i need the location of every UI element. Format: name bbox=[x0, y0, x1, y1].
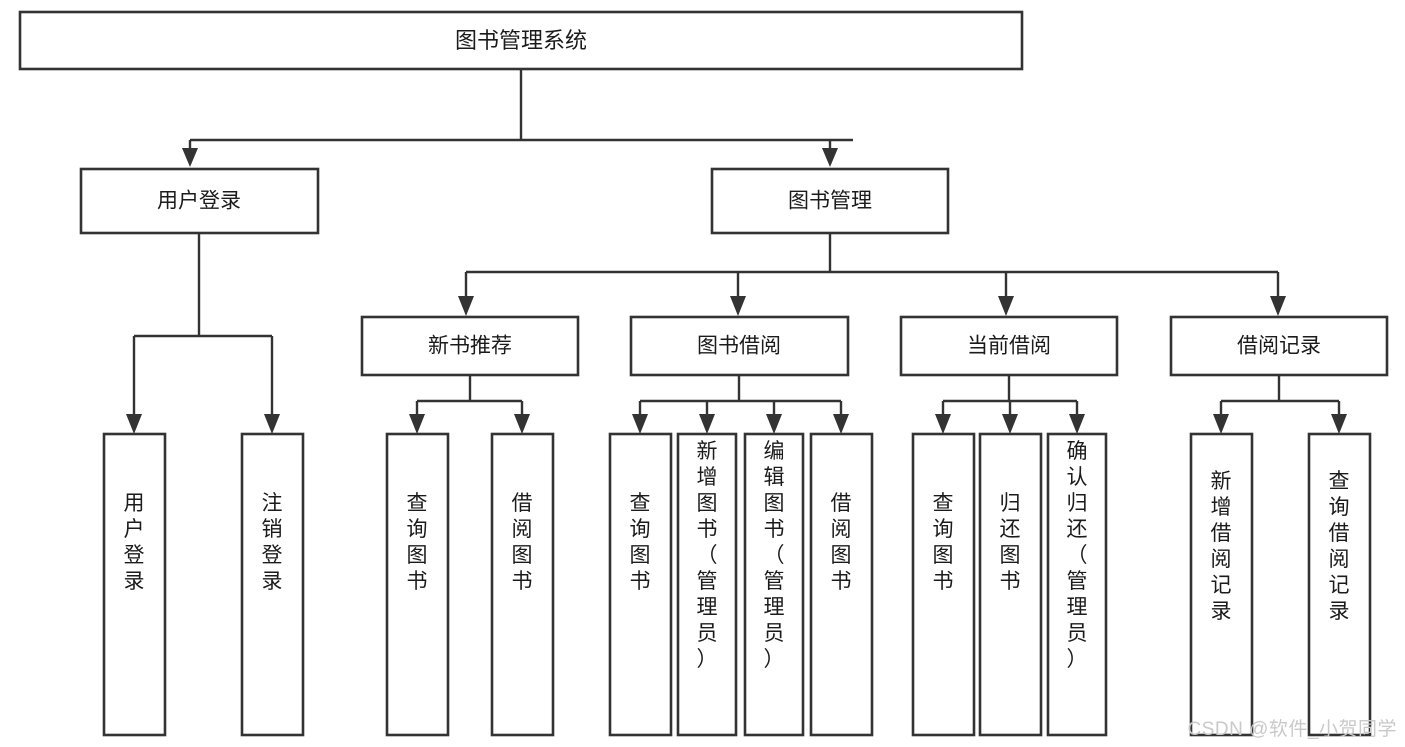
arrow-user-login-leaf-2 bbox=[264, 414, 280, 434]
leaf-node[interactable]: 查询图书 bbox=[608, 432, 673, 737]
leaf-book-borrow-box-2[interactable] bbox=[676, 432, 738, 737]
arrow-cb-leaf-3 bbox=[1069, 414, 1085, 434]
node-borrow-record-label: 借阅记录 bbox=[1237, 335, 1321, 358]
leaf-node[interactable]: 新增图书（管理员） bbox=[676, 432, 738, 737]
node-book-borrow[interactable]: 图书借阅 bbox=[629, 315, 850, 377]
node-current-borrow-label: 当前借阅 bbox=[967, 335, 1051, 358]
leaf-node[interactable]: 查询图书 bbox=[385, 432, 450, 737]
leaf-book-borrow-box-3[interactable] bbox=[743, 432, 805, 737]
leaf-new-book-label-1: 查询图书 bbox=[407, 492, 428, 593]
node-user-login-box[interactable] bbox=[79, 167, 320, 235]
connector-group-book-borrow bbox=[632, 375, 849, 434]
arrow-bm-to-new-book bbox=[458, 296, 474, 316]
leaf-new-book-label-2: 借阅图书 bbox=[512, 492, 533, 593]
leaf-node[interactable]: 用户登录 bbox=[102, 432, 167, 737]
arrow-br-leaf-1 bbox=[1213, 414, 1229, 434]
connector-group-user-login bbox=[126, 233, 280, 434]
connector-group-book-manage bbox=[458, 233, 1286, 316]
leaf-current-borrow-label-3: 确认归还（管理员） bbox=[1067, 440, 1088, 671]
leaf-user-login-label-2: 注销登录 bbox=[262, 492, 283, 593]
node-new-book-box[interactable] bbox=[360, 315, 580, 377]
arrow-nb-leaf-2 bbox=[514, 414, 530, 434]
node-user-login[interactable]: 用户登录 bbox=[79, 167, 320, 235]
leaf-current-borrow-label-1: 查询图书 bbox=[933, 492, 954, 593]
connector-group-root bbox=[182, 69, 853, 167]
leaf-node[interactable]: 注销登录 bbox=[240, 432, 305, 737]
node-borrow-record[interactable]: 借阅记录 bbox=[1169, 315, 1389, 377]
node-new-book-label: 新书推荐 bbox=[428, 335, 512, 358]
node-root[interactable]: 图书管理系统 bbox=[18, 10, 1024, 71]
arrow-bm-to-book-borrow bbox=[730, 296, 746, 316]
leaf-borrow-record-label-2: 查询借阅记录 bbox=[1329, 470, 1350, 623]
node-book-manage-box[interactable] bbox=[710, 167, 950, 235]
leaf-current-borrow-label-2: 归还图书 bbox=[1000, 492, 1021, 593]
leaf-new-book-box-2[interactable] bbox=[490, 432, 555, 737]
leaf-book-borrow-label-1: 查询图书 bbox=[630, 492, 651, 593]
leaf-node[interactable]: 归还图书 bbox=[978, 432, 1043, 737]
arrow-br-leaf-2 bbox=[1331, 414, 1347, 434]
leaf-book-borrow-label-3: 编辑图书（管理员） bbox=[764, 440, 785, 671]
arrow-bb-leaf-3 bbox=[766, 414, 782, 434]
arrow-nb-leaf-1 bbox=[409, 414, 425, 434]
leaf-node[interactable]: 查询图书 bbox=[911, 432, 976, 737]
arrow-root-to-user-login bbox=[182, 148, 198, 167]
leaf-book-borrow-label-4: 借阅图书 bbox=[831, 492, 852, 593]
arrow-cb-leaf-2 bbox=[1002, 414, 1018, 434]
leaf-borrow-record-label-1: 新增借阅记录 bbox=[1211, 470, 1232, 623]
node-borrow-record-box[interactable] bbox=[1169, 315, 1389, 377]
node-current-borrow[interactable]: 当前借阅 bbox=[899, 315, 1119, 377]
node-book-manage[interactable]: 图书管理 bbox=[710, 167, 950, 235]
connector-group-new-book bbox=[409, 375, 530, 434]
leaf-new-book-box-1[interactable] bbox=[385, 432, 450, 737]
leaf-user-login-label-1: 用户登录 bbox=[124, 492, 145, 593]
leaf-node[interactable]: 编辑图书（管理员） bbox=[743, 432, 805, 737]
connector-group-borrow-record bbox=[1213, 375, 1347, 434]
leaf-book-borrow-label-2: 新增图书（管理员） bbox=[697, 440, 718, 671]
leaf-borrow-record-box-2[interactable] bbox=[1307, 432, 1372, 737]
arrow-bb-leaf-2 bbox=[699, 414, 715, 434]
arrow-bb-leaf-4 bbox=[833, 414, 849, 434]
leaf-book-borrow-box-4[interactable] bbox=[809, 432, 874, 737]
leaf-user-login-box-1[interactable] bbox=[102, 432, 167, 737]
arrow-bb-leaf-1 bbox=[632, 414, 648, 434]
node-current-borrow-box[interactable] bbox=[899, 315, 1119, 377]
node-user-login-label: 用户登录 bbox=[157, 190, 241, 213]
leaf-borrow-record-box-1[interactable] bbox=[1189, 432, 1254, 737]
leaf-current-borrow-box-3[interactable] bbox=[1046, 432, 1108, 737]
node-new-book[interactable]: 新书推荐 bbox=[360, 315, 580, 377]
node-book-borrow-label: 图书借阅 bbox=[697, 335, 781, 358]
leaf-node[interactable]: 借阅图书 bbox=[809, 432, 874, 737]
leaf-user-login-box-2[interactable] bbox=[240, 432, 305, 737]
leaf-current-borrow-box-2[interactable] bbox=[978, 432, 1043, 737]
arrow-root-to-book-manage bbox=[822, 148, 838, 167]
leaf-current-borrow-box-1[interactable] bbox=[911, 432, 976, 737]
node-book-borrow-box[interactable] bbox=[629, 315, 850, 377]
connector-group-current-borrow bbox=[935, 375, 1085, 434]
arrow-bm-to-borrow-record bbox=[1270, 296, 1286, 316]
leaf-book-borrow-box-1[interactable] bbox=[608, 432, 673, 737]
leaf-node[interactable]: 查询借阅记录 bbox=[1307, 432, 1372, 737]
leaf-node[interactable]: 新增借阅记录 bbox=[1189, 432, 1254, 737]
leaf-node[interactable]: 借阅图书 bbox=[490, 432, 555, 737]
node-root-label: 图书管理系统 bbox=[455, 28, 587, 53]
arrow-cb-leaf-1 bbox=[935, 414, 951, 434]
node-book-manage-label: 图书管理 bbox=[788, 190, 872, 213]
node-root-box[interactable] bbox=[18, 10, 1024, 71]
leaf-node[interactable]: 确认归还（管理员） bbox=[1046, 432, 1108, 737]
arrow-bm-to-current-borrow bbox=[998, 296, 1014, 316]
arrow-user-login-leaf-1 bbox=[126, 414, 142, 434]
